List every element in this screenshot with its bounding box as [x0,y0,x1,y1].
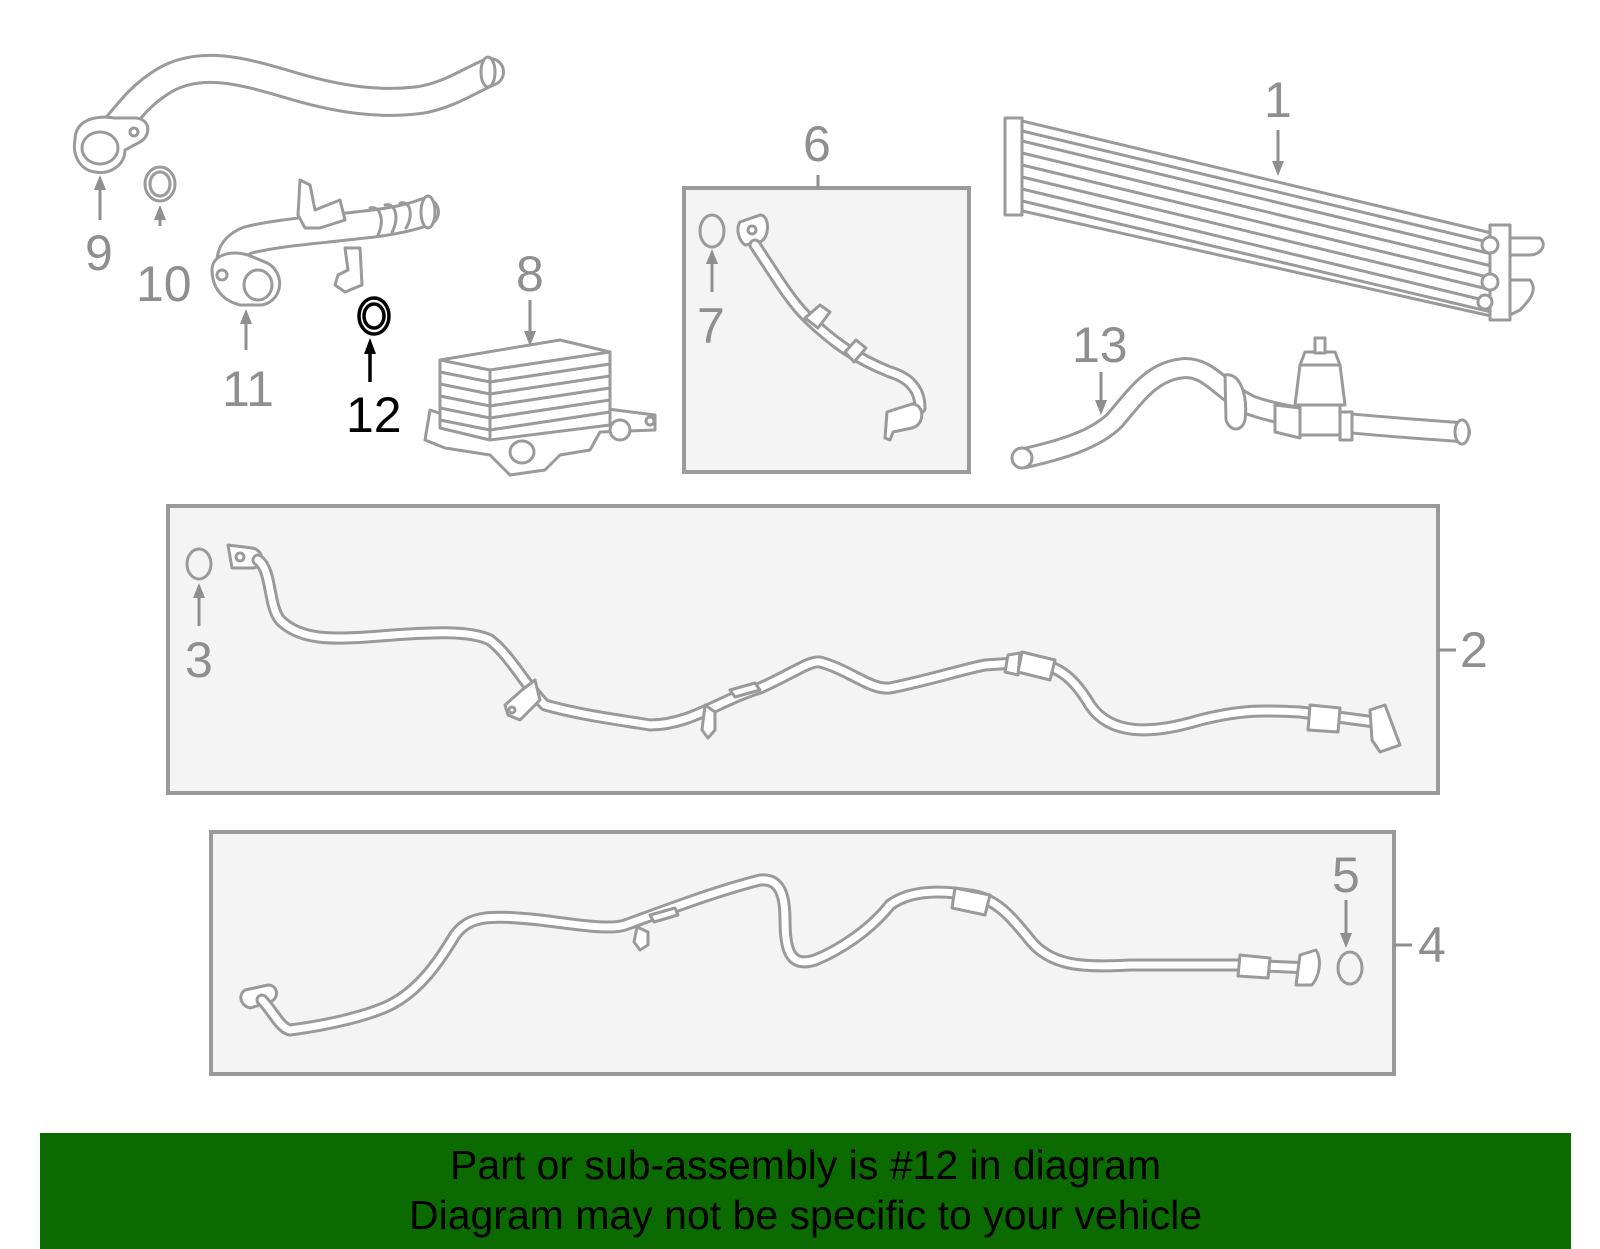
part-3-o-ring [185,547,213,581]
part-4-line [239,873,1321,1037]
callout-6: 6 [803,116,831,172]
part-13-hose-valve [1010,336,1471,470]
banner-part-text: Part or sub-assembly is #12 in diagram [450,1142,1161,1188]
callout-13: 13 [1072,317,1128,373]
part-5-o-ring [1336,950,1364,986]
callout-7: 7 [697,298,725,354]
part-6-line [736,213,927,442]
assembly-box-2 [166,504,1440,795]
part-9-hose [72,53,505,175]
callout-10: 10 [136,256,192,312]
part-1-transmission-cooler [1003,116,1545,322]
part-2-line [226,543,1402,754]
leader-lines [94,130,1456,948]
callout-3: 3 [185,632,213,688]
callout-5: 5 [1332,847,1360,903]
part-10-o-ring [143,165,177,203]
info-banner: Part or sub-assembly is #12 in diagram D… [40,1133,1571,1249]
part-7-o-ring [698,213,726,249]
callout-9: 9 [85,225,113,281]
callout-1: 1 [1264,72,1292,128]
callout-8: 8 [516,246,544,302]
part-11-pipe [210,178,440,307]
part-12-o-ring-highlighted [357,296,391,336]
callout-12: 12 [346,387,402,443]
assembly-box-4 [209,830,1396,1076]
banner-disclaimer-text: Diagram may not be specific to your vehi… [408,1192,1202,1238]
callout-2: 2 [1460,622,1488,678]
callout-4: 4 [1418,917,1446,973]
callout-11: 11 [222,361,274,417]
part-8-oil-cooler [423,338,657,477]
